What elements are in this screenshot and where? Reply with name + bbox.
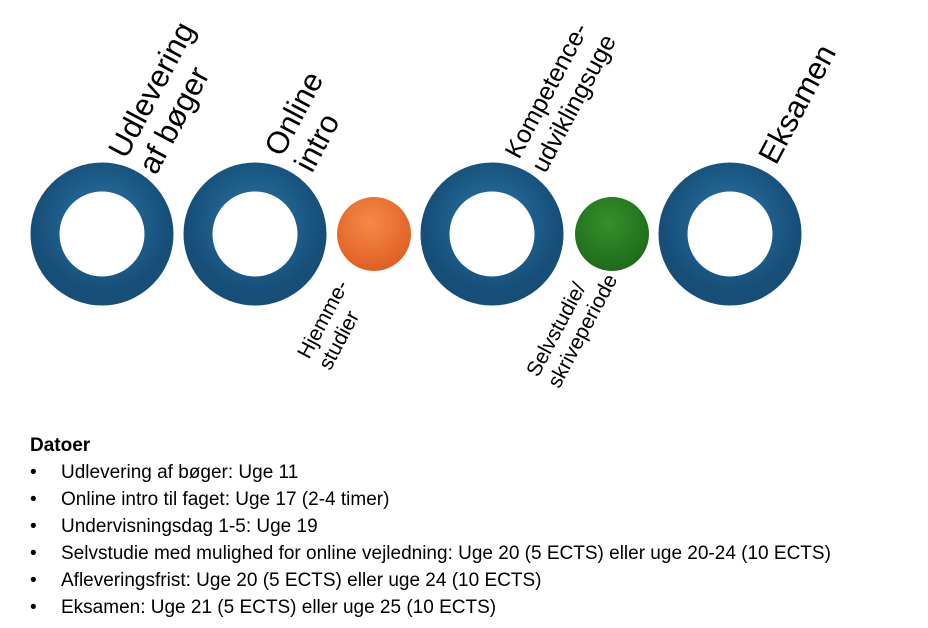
stage-ring-eksamen [658,162,802,306]
bullet: • [30,597,37,618]
list-item-text: Eksamen: Uge 21 (5 ECTS) eller uge 25 (1… [61,597,497,618]
dates-heading: Datoer [30,435,91,456]
stage-label-online-intro: Online intro [257,58,364,177]
period-dot-selvstudie [575,197,649,271]
bullet: • [30,516,37,537]
list-item: • Online intro til faget: Uge 17 (2-4 tim… [30,486,920,513]
stage-ring-udlevering [30,162,174,306]
list-item-text: Undervisningsdag 1-5: Uge 19 [61,516,318,537]
list-item: • Afleveringsfrist: Uge 20 (5 ECTS) eller… [30,567,920,594]
dates-section: Datoer • Udlevering af bøger: Uge 11 • Onl… [30,433,920,621]
stage-label-eksamen: Eksamen [751,39,843,170]
period-label-hjemmestudier: Hjemme- studier [293,271,377,373]
list-item: • Selvstudie med mulighed for online vejl… [30,540,920,567]
stage-label-udlevering: Udlevering af bøger [101,8,236,179]
list-item-text: Online intro til faget: Uge 17 (2-4 time… [61,489,390,510]
bullet: • [30,570,37,591]
list-item-text: Selvstudie med mulighed for online vejle… [61,543,831,564]
bullet: • [30,489,37,510]
list-item-text: Udlevering af bøger: Uge 11 [61,462,299,483]
list-item: • Udlevering af bøger: Uge 11 [30,459,920,486]
stage-ring-kompetence [420,162,564,306]
period-dot-hjemmestudier [337,197,411,271]
timeline-diagram: Udlevering af bøger Online intro Kompete… [30,8,843,392]
list-item: • Undervisningsdag 1-5: Uge 19 [30,513,920,540]
bullet: • [30,462,37,483]
bullet: • [30,543,37,564]
stage-label-kompetence: Kompetence- udviklingsuge [494,8,624,177]
stage-ring-online-intro [183,162,327,306]
list-item: • Eksamen: Uge 21 (5 ECTS) eller uge 25 (… [30,594,920,621]
list-item-text: Afleveringsfrist: Uge 20 (5 ECTS) eller … [61,570,542,591]
dates-list: • Udlevering af bøger: Uge 11 • Online int… [30,459,920,621]
